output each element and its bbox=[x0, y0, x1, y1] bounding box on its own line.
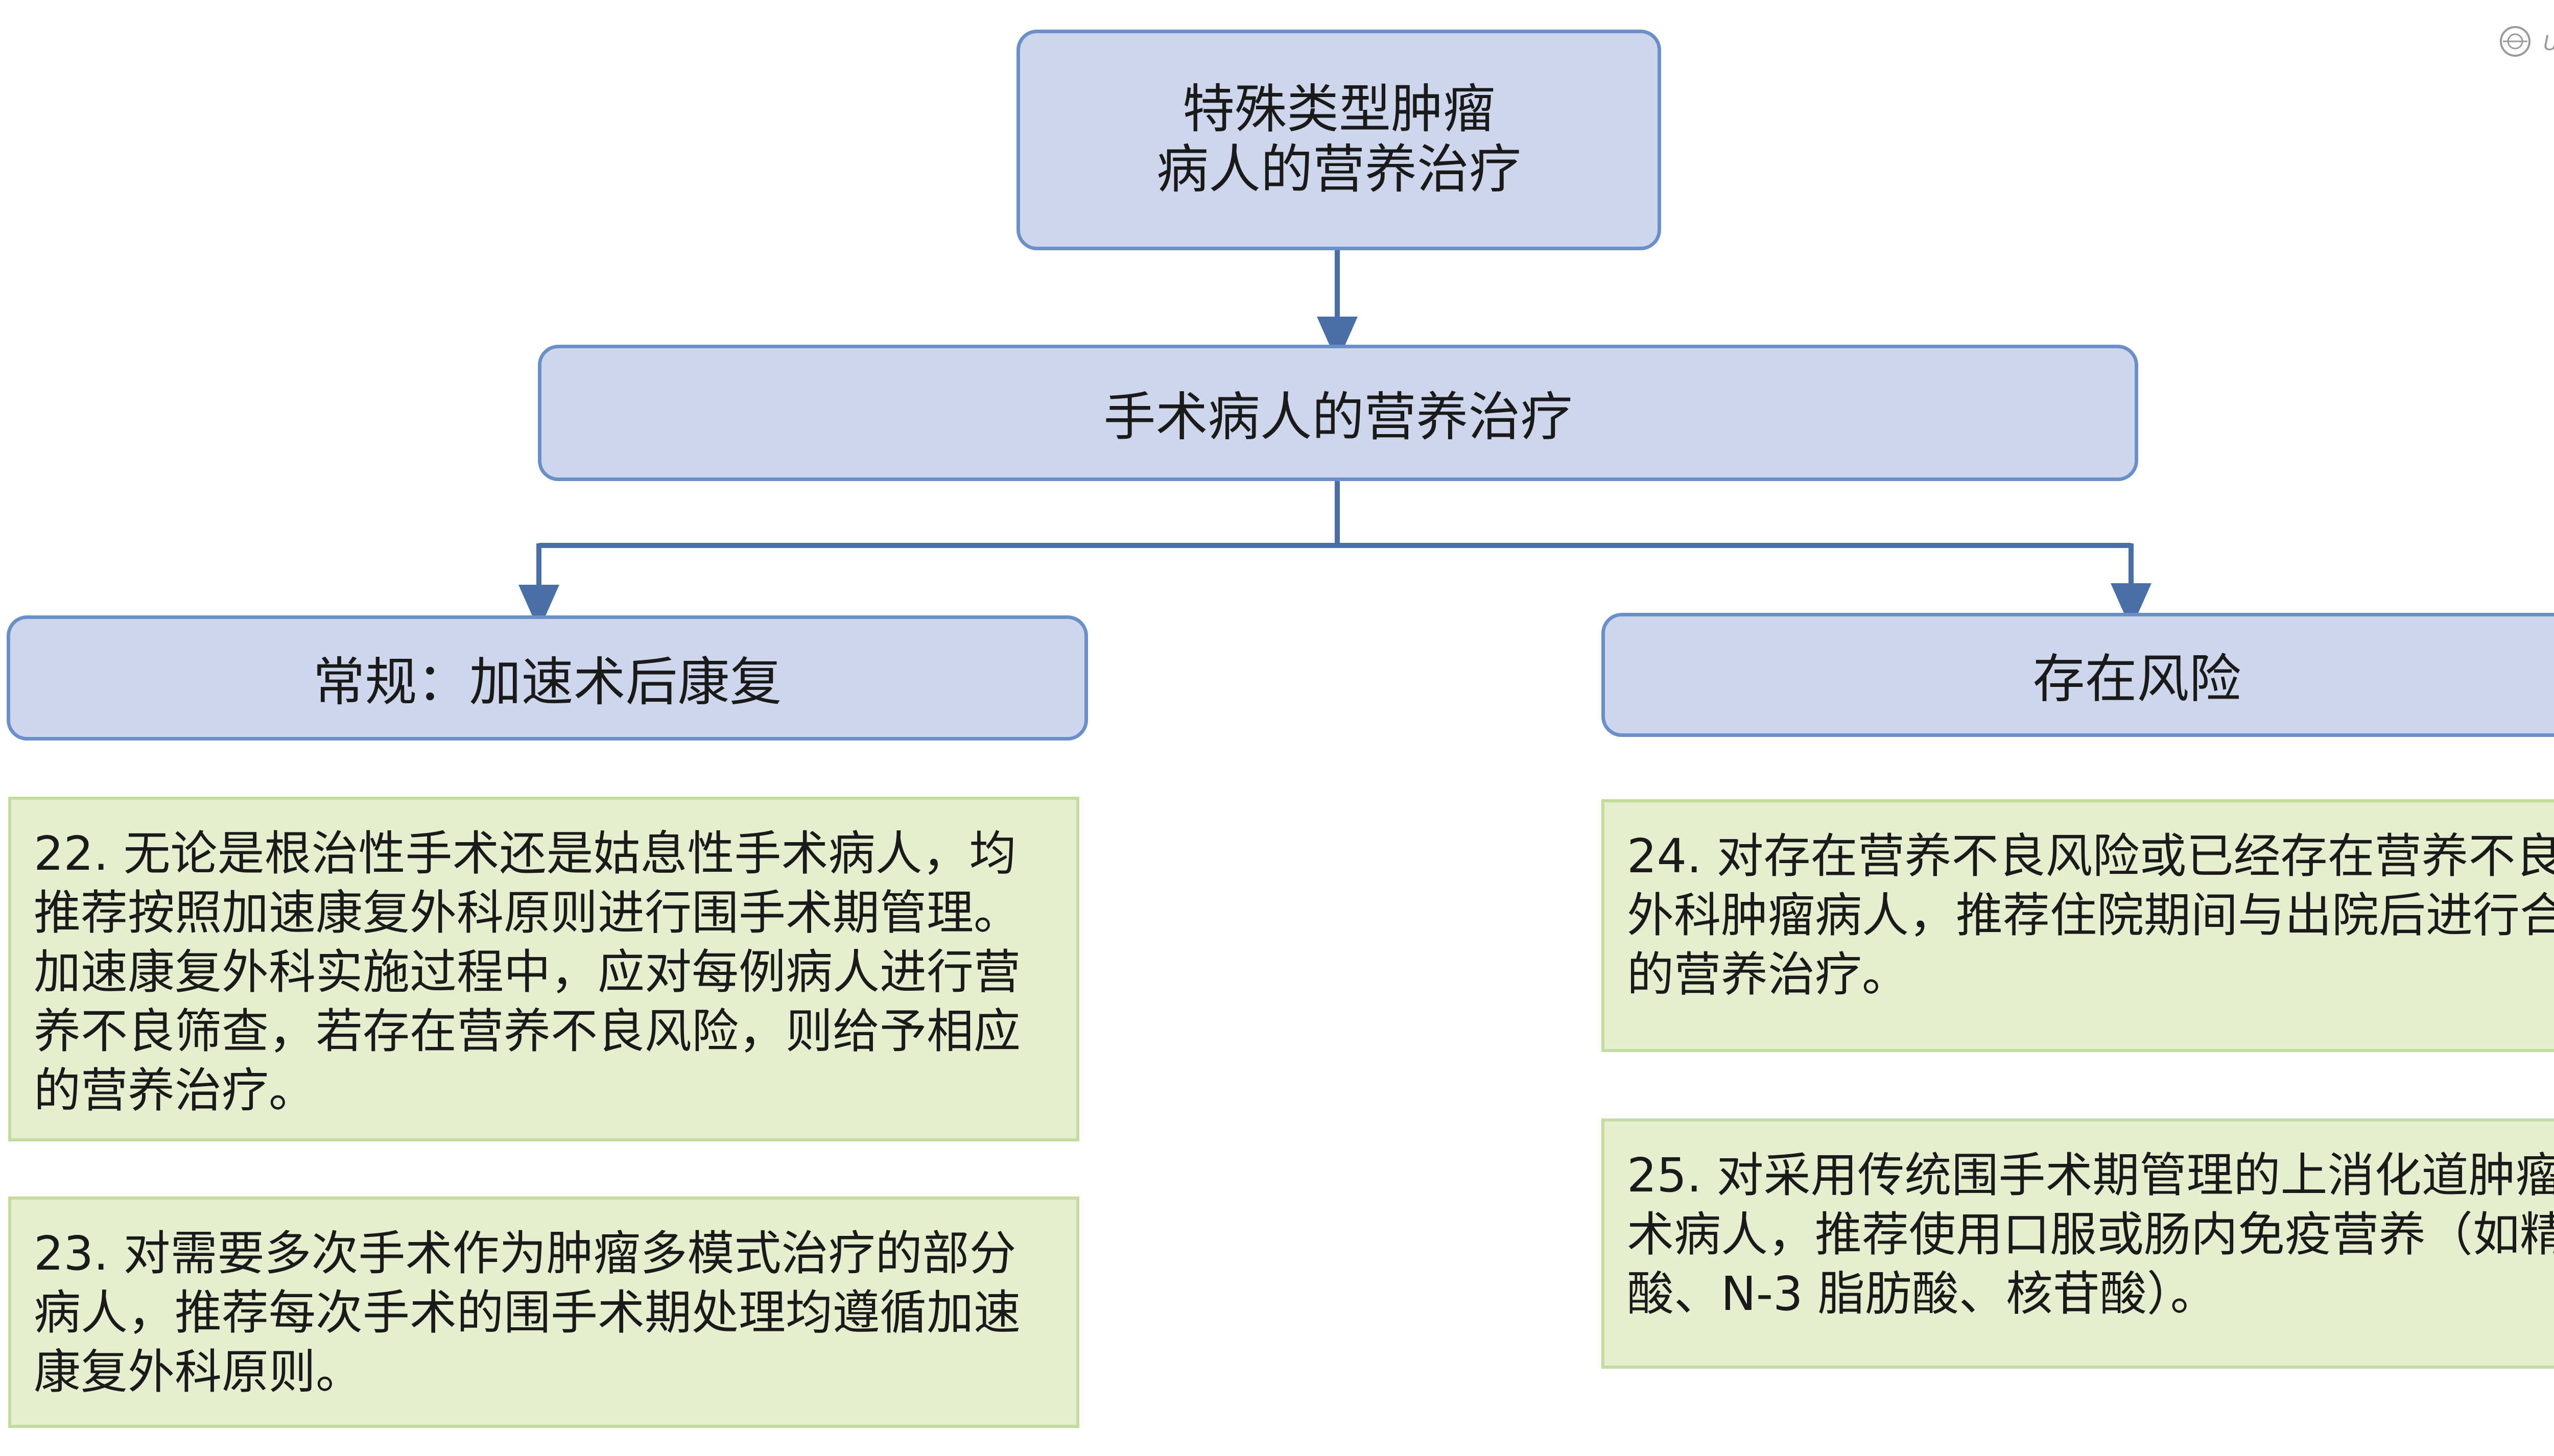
watermark-text: U 华医学会 bbox=[2543, 27, 2554, 56]
top-node-line1: 特殊类型肿瘤 bbox=[1183, 79, 1495, 140]
recommendation-22: 22. 无论是根治性手术还是姑息性手术病人，均推荐按照加速康复外科原则进行围手术… bbox=[8, 797, 1079, 1141]
recommendation-22-text: 22. 无论是根治性手术还是姑息性手术病人，均推荐按照加速康复外科原则进行围手术… bbox=[34, 826, 1021, 1118]
recommendation-23: 23. 对需要多次手术作为肿瘤多模式治疗的部分病人，推荐每次手术的围手术期处理均… bbox=[8, 1197, 1079, 1428]
left-branch-label: 常规：加速术后康复 bbox=[313, 652, 782, 713]
watermark: U 华医学会 bbox=[2498, 25, 2554, 58]
recommendation-24-text: 24. 对存在营养不良风险或已经存在营养不良的外科肿瘤病人，推荐住院期间与出院后… bbox=[1627, 829, 2554, 1002]
recommendation-25: 25. 对采用传统围手术期管理的上消化道肿瘤手术病人，推荐使用口服或肠内免疫营养… bbox=[1601, 1118, 2554, 1369]
top-node: 特殊类型肿瘤 病人的营养治疗 bbox=[1016, 30, 1661, 250]
middle-node: 手术病人的营养治疗 bbox=[538, 345, 2138, 481]
recommendation-23-text: 23. 对需要多次手术作为肿瘤多模式治疗的部分病人，推荐每次手术的围手术期处理均… bbox=[34, 1226, 1021, 1399]
middle-node-label: 手术病人的营养治疗 bbox=[1103, 387, 1573, 448]
recommendation-24: 24. 对存在营养不良风险或已经存在营养不良的外科肿瘤病人，推荐住院期间与出院后… bbox=[1601, 799, 2554, 1052]
left-branch-node: 常规：加速术后康复 bbox=[7, 615, 1088, 741]
right-branch-node: 存在风险 bbox=[1601, 613, 2554, 737]
right-branch-label: 存在风险 bbox=[2032, 649, 2241, 710]
top-node-line2: 病人的营养治疗 bbox=[1156, 139, 1521, 200]
recommendation-25-text: 25. 对采用传统围手术期管理的上消化道肿瘤手术病人，推荐使用口服或肠内免疫营养… bbox=[1627, 1148, 2554, 1321]
watermark-logo-icon bbox=[2500, 26, 2531, 57]
